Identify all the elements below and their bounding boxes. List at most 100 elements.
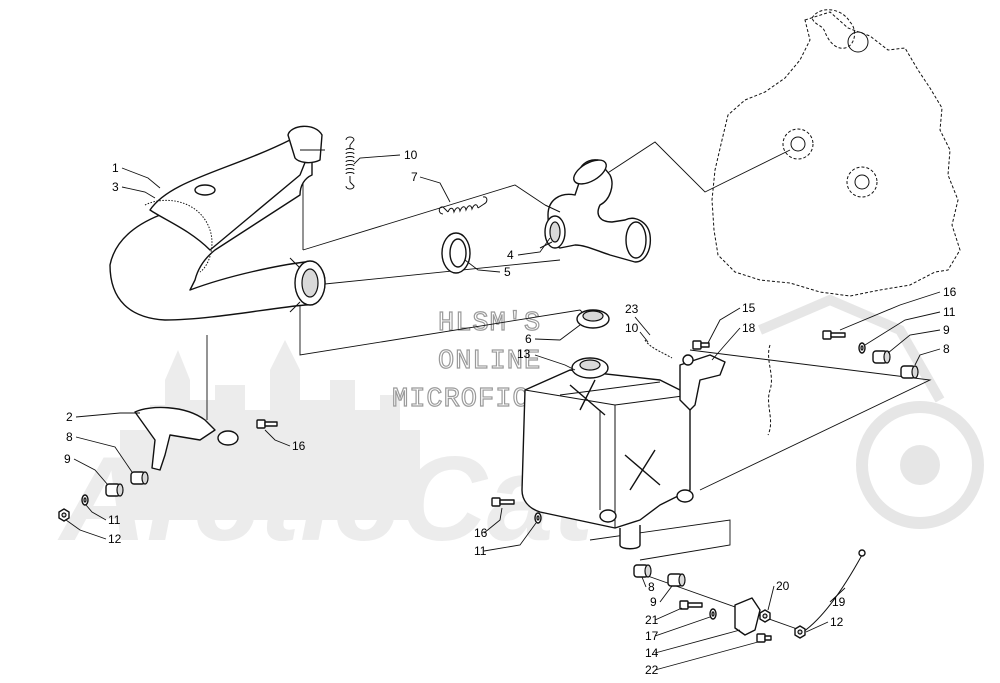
leader-line: [839, 291, 941, 331]
watermark-line2: ONLINE: [438, 347, 541, 377]
bolt-16-left: [256, 419, 278, 429]
manifold-outlet: [549, 221, 561, 243]
bracket-18: [679, 344, 772, 436]
callout-label: 3: [112, 180, 119, 194]
bushing-9-left: [105, 483, 124, 497]
callout-c4: 4: [507, 237, 551, 262]
bolt-22: [756, 633, 772, 643]
bolt-21: [679, 600, 703, 610]
leader-line: [73, 458, 109, 486]
silencer-top-x: [569, 379, 606, 416]
leader-line: [464, 259, 501, 273]
leader-line: [65, 519, 107, 540]
callout-c11a: 11: [864, 305, 956, 346]
leader-line: [264, 429, 291, 447]
washer-17: [709, 608, 717, 620]
callout-c22: 22: [645, 641, 759, 677]
engine-pulley-hub: [847, 31, 869, 53]
watermark-wheel: [856, 401, 984, 529]
line-silencer-mount: [689, 349, 932, 491]
callout-label: 1: [112, 161, 119, 175]
callout-c9b: 9: [64, 452, 109, 486]
leader-line: [914, 348, 941, 366]
bolt-15: [692, 340, 710, 350]
leader-line: [711, 327, 741, 361]
callout-c7: 7: [411, 170, 451, 203]
leader-line: [887, 329, 941, 354]
pipe-inlet-neck: [287, 125, 323, 164]
callout-label: 9: [943, 323, 950, 337]
leader-line: [75, 436, 133, 473]
callout-label: 9: [650, 595, 657, 609]
callout-c23: 23: [625, 302, 651, 336]
bracket-2: [134, 406, 239, 471]
spring-10-top-coil: [345, 145, 355, 182]
leader-line: [805, 621, 829, 633]
callout-c21: 21: [645, 607, 683, 627]
bushing-8-left: [130, 471, 149, 485]
callout-label: 2: [66, 410, 73, 424]
callout-c14: 14: [645, 629, 741, 660]
watermark-frame: [758, 294, 945, 403]
callout-label: 23: [625, 302, 639, 316]
bracket-14-body: [734, 597, 761, 636]
leader-line: [483, 522, 537, 552]
gasket-6-inner: [582, 310, 604, 322]
watermark-line1: HLSM'S: [438, 309, 541, 339]
callout-label: 8: [66, 430, 73, 444]
spring-7: [438, 196, 488, 215]
leader-line: [419, 176, 451, 203]
leader-line: [634, 316, 651, 336]
cable-19-end: [858, 549, 866, 557]
spring-10-small: [644, 339, 673, 359]
callout-c10a: 10: [353, 148, 418, 165]
watermark-wheel-hub: [900, 445, 940, 485]
callout-c19: 19: [829, 587, 846, 609]
line-silencer-lower: [589, 519, 731, 561]
nut-23: [682, 354, 694, 366]
bracket-2-body: [134, 406, 216, 471]
nut-12-left: [58, 508, 70, 522]
line-pipe-gasket: [314, 259, 561, 286]
callout-label: 6: [525, 332, 532, 346]
callout-label: 15: [742, 301, 756, 315]
callout-label: 11: [108, 513, 121, 527]
silencer-mount-right: [676, 489, 694, 503]
silencer-outlet-pipe: [619, 525, 641, 550]
spring-7-coil: [447, 204, 479, 214]
silencer-body: [521, 369, 691, 529]
callout-label: 5: [504, 265, 511, 279]
callout-c16b: 16: [264, 429, 306, 453]
bushing-8-right: [900, 365, 919, 379]
callout-c11b: 11: [85, 504, 121, 527]
bolt-16-right: [822, 330, 846, 340]
callout-label: 16: [474, 526, 488, 540]
callout-label: 20: [776, 579, 790, 593]
cable-19: [802, 554, 863, 633]
line-manifold-engine: [599, 141, 791, 193]
leader-line: [121, 186, 156, 199]
callout-c16a: 16: [839, 285, 957, 331]
leader-line: [517, 237, 551, 256]
manifold-port-1: [573, 159, 607, 185]
leader-line: [641, 576, 647, 588]
callout-label: 12: [830, 615, 844, 629]
exhaust-port-1-inner: [790, 136, 806, 152]
leader-line: [707, 307, 741, 344]
watermark-skyline: [120, 340, 420, 520]
washer-11-left: [81, 494, 89, 506]
callout-c10b: 10: [625, 321, 649, 343]
callout-label: 18: [742, 321, 756, 335]
silencer-mount-left: [599, 509, 617, 523]
bracket-2-grommet: [217, 430, 239, 446]
callout-label: 7: [411, 170, 418, 184]
leader-line: [864, 311, 941, 346]
spring-10-top: [345, 136, 355, 190]
watermark-logo: ArcticCat: [57, 432, 599, 566]
callout-label: 12: [108, 532, 122, 546]
expansion-chamber: [109, 125, 326, 321]
hardware-group: [58, 330, 919, 643]
callout-c16c: 16: [474, 507, 503, 540]
callout-c9a: 9: [887, 323, 950, 354]
